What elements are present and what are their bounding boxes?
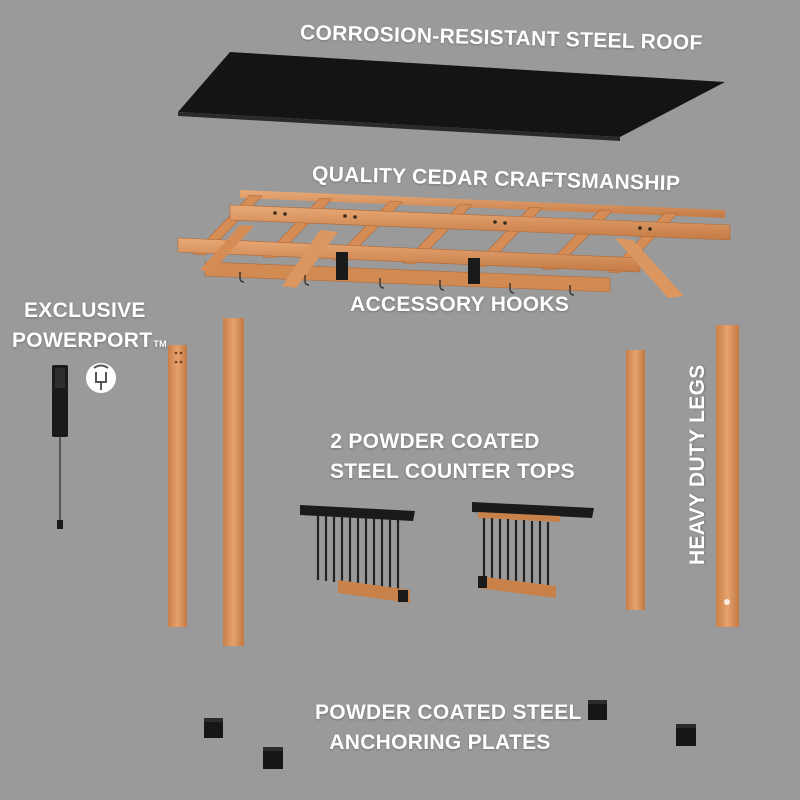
cedar-frame	[177, 190, 731, 298]
leg-front-right	[716, 325, 739, 627]
anchor-plate	[204, 718, 223, 738]
powerport-label-line2: POWERPORTTM	[8, 326, 167, 359]
powerport-unit	[52, 365, 68, 529]
anchor-plates-label-line2: ANCHORING PLATES	[329, 731, 551, 754]
plug-icon	[86, 363, 116, 393]
steel-roof	[178, 52, 725, 141]
counter-top-right	[472, 502, 594, 598]
leg-front-left	[223, 318, 244, 646]
anchor-plate	[676, 724, 696, 746]
legs-label: HEAVY DUTY LEGS	[686, 364, 709, 565]
anchor-plate	[588, 700, 607, 720]
powerport-label-line1: EXCLUSIVE	[24, 299, 146, 322]
anchor-plates-label-line1: POWDER COATED STEEL	[315, 701, 582, 724]
leg-back-left	[168, 345, 187, 627]
anchor-plates-label: POWDER COATED STEEL ANCHORING PLATES	[315, 698, 582, 758]
counter-tops-label: 2 POWDER COATED STEEL COUNTER TOPS	[330, 427, 575, 487]
powerport-label-text: POWERPORT	[12, 329, 153, 352]
powerport-label: EXCLUSIVE POWERPORTTM	[8, 296, 167, 359]
counter-tops-label-line2: STEEL COUNTER TOPS	[330, 460, 575, 483]
trademark-symbol: TM	[153, 339, 167, 349]
anchor-plate	[263, 747, 283, 769]
hooks-label: ACCESSORY HOOKS	[350, 293, 570, 316]
leg-back-right	[626, 350, 645, 610]
counter-top-left	[300, 505, 415, 603]
counter-tops-label-line1: 2 POWDER COATED	[330, 430, 540, 453]
